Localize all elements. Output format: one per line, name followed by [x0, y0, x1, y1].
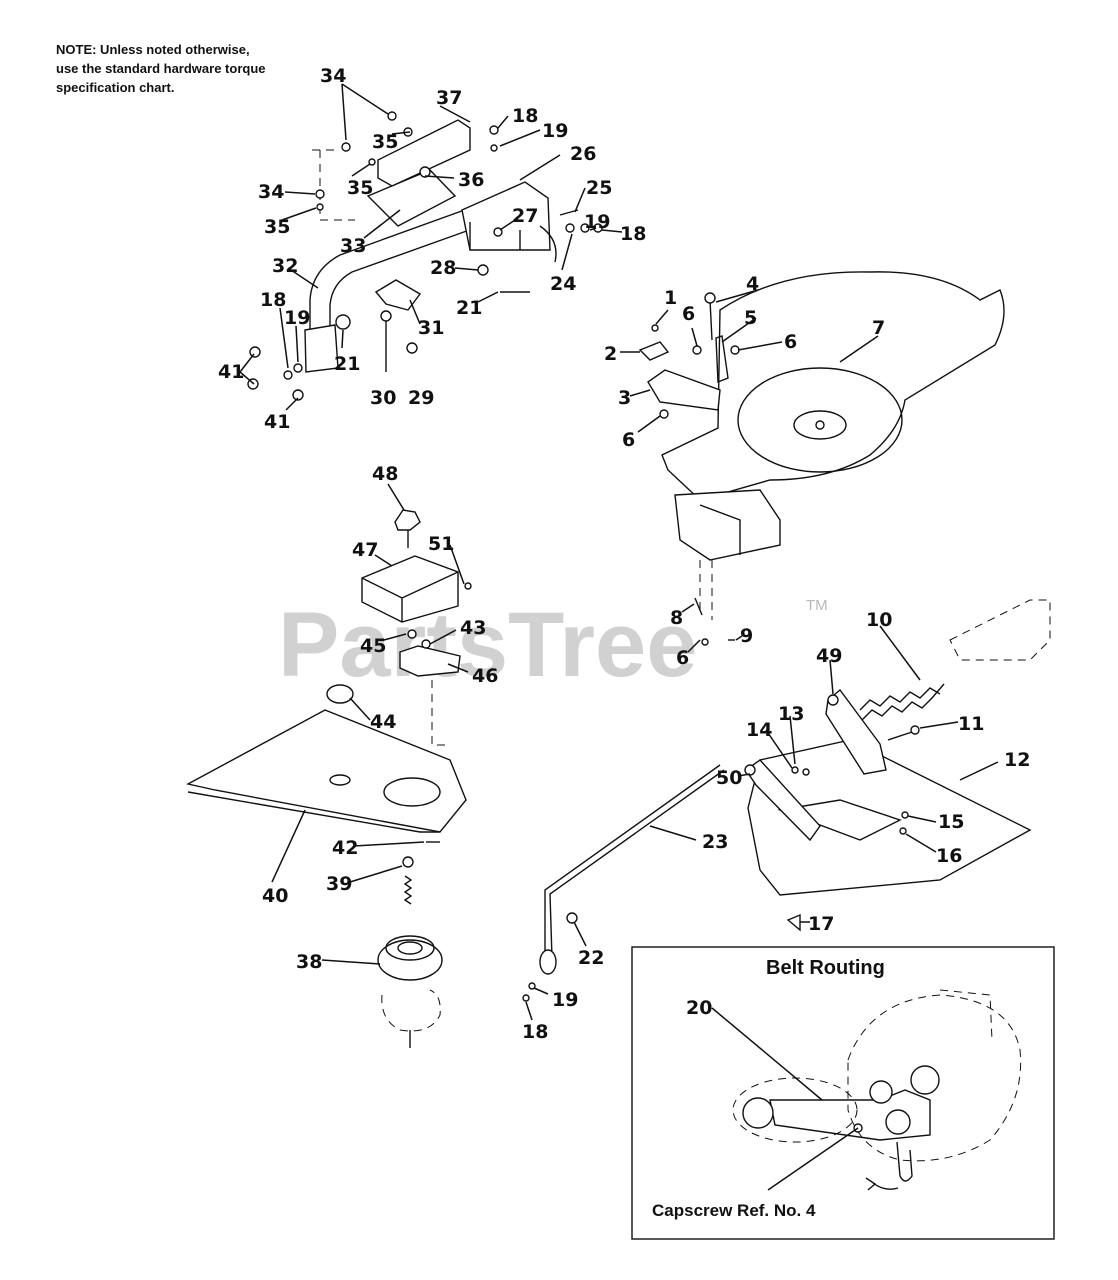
callout-19: 19 [584, 211, 610, 233]
callout-44: 44 [370, 711, 396, 733]
callout-19: 19 [284, 307, 310, 329]
blower-housing-assembly [638, 271, 1005, 646]
callout-4: 4 [746, 273, 759, 295]
callout-25: 25 [586, 177, 612, 199]
callout-19: 19 [552, 989, 578, 1011]
belt-cover-assembly [186, 509, 472, 1048]
inset-title: Belt Routing [766, 957, 885, 979]
callout-47: 47 [352, 539, 378, 561]
callout-6: 6 [622, 429, 635, 451]
torque-note: NOTE: Unless noted otherwise, use the st… [56, 42, 266, 95]
callout-33: 33 [340, 235, 366, 257]
callout-51: 51 [428, 533, 454, 555]
callout-15: 15 [938, 811, 964, 833]
watermark: PartsTree [278, 594, 697, 696]
callout-43: 43 [460, 617, 486, 639]
callout-35: 35 [347, 177, 373, 199]
callout-6: 6 [676, 647, 689, 669]
callout-3: 3 [618, 387, 631, 409]
callout-32: 32 [272, 255, 298, 277]
callout-14: 14 [746, 719, 772, 741]
trademark: TM [806, 597, 828, 614]
belt-routing-inset: Belt Routing 20 Capscrew Ref. No. 4 [631, 946, 1055, 1240]
callout-38: 38 [296, 951, 322, 973]
callout-30: 30 [370, 387, 396, 409]
drive-idler-assembly [522, 599, 1051, 1002]
callout-1: 1 [664, 287, 677, 309]
callout-21: 21 [456, 297, 482, 319]
handle-bracket-assembly [247, 111, 603, 401]
callout-26: 26 [570, 143, 596, 165]
callout-46: 46 [472, 665, 498, 687]
callout-18: 18 [522, 1021, 548, 1043]
inset-callout-20: 20 [686, 997, 712, 1019]
callout-11: 11 [958, 713, 984, 735]
callout-17: 17 [808, 913, 834, 935]
callout-36: 36 [458, 169, 484, 191]
callout-18: 18 [512, 105, 538, 127]
callout-48: 48 [372, 463, 398, 485]
callout-16: 16 [936, 845, 962, 867]
callout-24: 24 [550, 273, 576, 295]
callout-7: 7 [872, 317, 885, 339]
callout-39: 39 [326, 873, 352, 895]
callout-12: 12 [1004, 749, 1030, 771]
callout-31: 31 [418, 317, 444, 339]
callout-23: 23 [702, 831, 728, 853]
callout-2: 2 [604, 343, 617, 365]
callout-27: 27 [512, 205, 538, 227]
callout-41: 41 [218, 361, 244, 383]
callout-18: 18 [620, 223, 646, 245]
callout-21: 21 [334, 353, 360, 375]
callout-19: 19 [542, 120, 568, 142]
callout-45: 45 [360, 635, 386, 657]
callout-34: 34 [258, 181, 284, 203]
leader-lines [239, 83, 999, 1021]
callout-8: 8 [670, 607, 683, 629]
callout-50: 50 [716, 767, 742, 789]
callout-28: 28 [430, 257, 456, 279]
callout-34: 34 [320, 65, 346, 87]
callout-labels: 34 37 18 19 26 35 35 36 25 34 27 35 19 1… [218, 65, 1030, 1043]
callout-5: 5 [744, 307, 757, 329]
callout-18: 18 [260, 289, 286, 311]
callout-37: 37 [436, 87, 462, 109]
callout-9: 9 [740, 625, 753, 647]
callout-6: 6 [784, 331, 797, 353]
callout-35: 35 [264, 216, 290, 238]
callout-22: 22 [578, 947, 604, 969]
callout-49: 49 [816, 645, 842, 667]
callout-40: 40 [262, 885, 288, 907]
callout-35: 35 [372, 131, 398, 153]
callout-29: 29 [408, 387, 434, 409]
callout-10: 10 [866, 609, 892, 631]
inset-caption: Capscrew Ref. No. 4 [652, 1201, 816, 1220]
callout-6: 6 [682, 303, 695, 325]
inset-frame [631, 946, 1055, 1240]
callout-41: 41 [264, 411, 290, 433]
callout-13: 13 [778, 703, 804, 725]
callout-42: 42 [332, 837, 358, 859]
